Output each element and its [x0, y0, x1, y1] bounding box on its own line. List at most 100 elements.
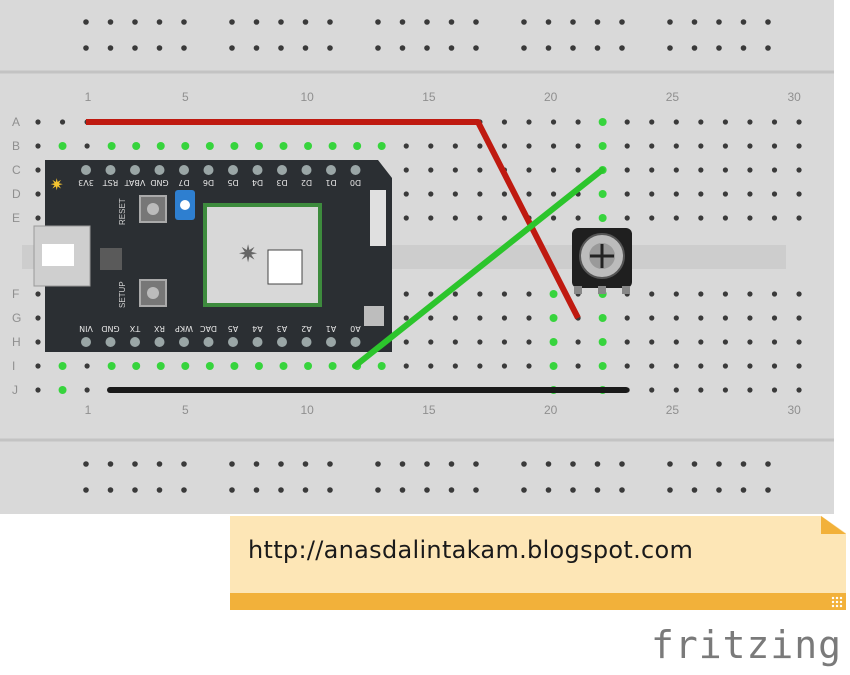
breadboard-hole [698, 143, 704, 149]
breadboard-hole [35, 339, 41, 345]
breadboard-hole [673, 143, 679, 149]
breadboard-hole [722, 315, 729, 321]
breadboard-hole [624, 119, 630, 125]
rail-hole [765, 45, 771, 51]
row-label: E [12, 211, 20, 225]
breadboard-hole [501, 363, 508, 369]
rail-hole [716, 461, 722, 467]
row-label: F [12, 287, 19, 301]
breadboard-hole [771, 291, 778, 297]
breadboard-hole [771, 167, 778, 173]
breadboard-hole [279, 142, 288, 150]
wifi-module [203, 203, 322, 307]
breadboard-hole [722, 291, 729, 297]
mcu-pin [252, 165, 263, 175]
rail-hole [327, 45, 333, 51]
row-label: A [12, 115, 20, 129]
mcu-pin [228, 165, 238, 175]
breadboard-hole [428, 315, 434, 321]
breadboard-hole [254, 142, 263, 150]
rail-hole [253, 487, 260, 493]
breadboard-hole [328, 362, 337, 370]
row-label: D [12, 187, 21, 201]
rail-hole [424, 461, 430, 467]
rail-hole [181, 461, 187, 467]
breadboard-hole [452, 143, 458, 149]
breadboard-hole [35, 119, 41, 125]
resize-grip-icon[interactable] [831, 596, 843, 608]
rail-hole [740, 45, 747, 51]
breadboard-hole [796, 167, 802, 173]
rail-hole [594, 461, 601, 467]
rail-hole [521, 45, 527, 51]
mcu-pin-label: A0 [350, 324, 361, 333]
column-label: 20 [544, 403, 558, 417]
rail-hole [424, 487, 430, 493]
rail-hole [545, 19, 552, 25]
mcu-pin-label: GND [150, 178, 168, 187]
breadboard-hole [771, 315, 778, 321]
breadboard-hole [501, 143, 508, 149]
breadboard-hole [624, 339, 630, 345]
breadboard-hole [771, 143, 778, 149]
mcu-pin [154, 165, 165, 175]
breadboard-hole [84, 143, 90, 149]
breadboard-hole [673, 291, 679, 297]
breadboard-hole [501, 339, 508, 345]
breadboard-hole [35, 167, 41, 173]
breadboard-hole [598, 362, 607, 370]
breadboard-hole [722, 143, 729, 149]
rail-hole [156, 45, 163, 51]
breadboard-hole [673, 191, 679, 197]
rail-hole [570, 461, 576, 467]
mcu-pin-label: D0 [350, 178, 361, 187]
breadboard-hole [796, 191, 802, 197]
mcu-pin [277, 337, 287, 347]
mcu-pin [326, 165, 336, 175]
note-footer-bar [230, 593, 846, 610]
mcu-pin-label: A1 [326, 324, 337, 333]
breadboard-hole [624, 215, 630, 221]
breadboard-hole [698, 387, 704, 393]
rail-hole [740, 19, 747, 25]
breadboard-hole [624, 167, 630, 173]
breadboard-hole [501, 215, 508, 221]
rail-hole [399, 19, 406, 25]
breadboard-hole [353, 142, 362, 150]
breadboard-hole [796, 339, 802, 345]
rail-hole [473, 487, 479, 493]
breadboard-hole [796, 363, 802, 369]
mcu-pin [81, 337, 91, 347]
rail-hole [594, 45, 601, 51]
rail-hole [156, 461, 163, 467]
mcu-pin-label: D5 [227, 178, 238, 187]
breadboard-hole [550, 119, 557, 125]
mcu-pin [277, 165, 287, 175]
breadboard-hole [649, 339, 655, 345]
breadboard-hole [598, 314, 607, 322]
breadboard-hole [649, 291, 655, 297]
mcu-pin [154, 337, 165, 347]
breadboard-hole [575, 167, 581, 173]
rail-hole [132, 461, 138, 467]
rail-hole [132, 45, 138, 51]
breadboard-hole [477, 143, 483, 149]
breadboard-hole [428, 339, 434, 345]
mcu-pin-label: D6 [203, 178, 214, 187]
column-label: 30 [787, 403, 801, 417]
mcu-pin [326, 337, 336, 347]
mcu-pin-label: A5 [228, 324, 239, 333]
breadboard-hole [747, 339, 753, 345]
breadboard-hole [477, 191, 483, 197]
breadboard-hole [132, 362, 141, 370]
breadboard-hole [428, 363, 434, 369]
rail-hole [740, 461, 747, 467]
breadboard-hole [722, 339, 729, 345]
rail-hole [424, 45, 430, 51]
breadboard-hole [649, 315, 655, 321]
rail-hole [181, 45, 187, 51]
column-label: 30 [787, 90, 801, 104]
breadboard-hole [501, 315, 508, 321]
rail-hole [473, 45, 479, 51]
row-label: H [12, 335, 21, 349]
